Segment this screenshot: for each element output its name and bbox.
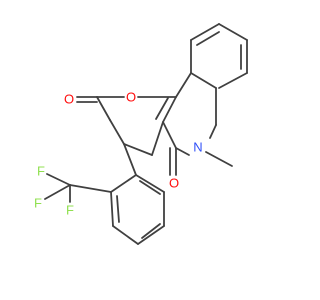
- bond: [96, 96, 111, 121]
- bond: [155, 97, 169, 120]
- structure-canvas: O O O N F F F: [34, 23, 248, 245]
- molecule-drawing: O O O N F F F: [34, 23, 248, 245]
- bond: [135, 174, 165, 193]
- bond: [151, 121, 164, 156]
- bond: [190, 23, 220, 41]
- bond: [218, 23, 248, 41]
- bond: [196, 31, 220, 46]
- bond: [46, 173, 71, 186]
- atom-label-o: O: [64, 92, 74, 107]
- bond: [112, 225, 139, 245]
- bond: [123, 143, 137, 176]
- bond: [162, 96, 177, 123]
- atom-label-f: F: [34, 196, 42, 211]
- bond: [162, 121, 177, 149]
- bond: [175, 72, 192, 98]
- atom-label-n: N: [193, 140, 202, 155]
- bond: [69, 184, 112, 193]
- bond: [44, 184, 71, 200]
- bond: [123, 143, 153, 156]
- atom-label-f: F: [37, 164, 45, 179]
- bond: [190, 72, 217, 89]
- atom-label-o: O: [169, 176, 179, 191]
- bond: [116, 195, 120, 223]
- bond: [110, 191, 114, 227]
- bond: [205, 151, 233, 167]
- bond: [209, 124, 217, 139]
- bond: [110, 174, 137, 193]
- bond: [137, 225, 165, 245]
- bond: [218, 72, 248, 89]
- bond: [109, 119, 125, 145]
- atom-label-f: F: [66, 203, 74, 218]
- bond: [139, 180, 161, 195]
- bond: [141, 223, 161, 239]
- atom-label-o: O: [126, 90, 136, 105]
- bond: [175, 147, 190, 156]
